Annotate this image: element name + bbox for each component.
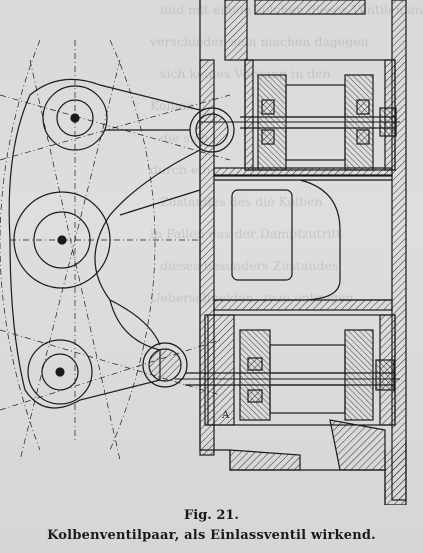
figure-caption: Kolbenventilpaar, als Einlassventil wirk…	[47, 528, 376, 543]
callout-label-a: A	[221, 410, 230, 421]
bleed-through-line: Kolben	[150, 98, 194, 113]
valve-engineering-drawing: A	[0, 0, 407, 505]
lower-eye-outer	[27, 339, 93, 405]
bleed-through-line: durch ein	[150, 162, 211, 177]
bleed-through-line: verschieden sein machen dagegen	[150, 34, 369, 49]
bleed-through-line: in Fallen das der Dampfzutritt	[150, 226, 342, 241]
figure-number: Fig. 21.	[184, 508, 239, 523]
middle-passage	[214, 174, 392, 301]
upper-pin	[195, 113, 229, 147]
lower-piston-valve-left	[239, 329, 271, 421]
top-flange	[254, 0, 366, 15]
lower-pin	[148, 348, 182, 382]
lower-piston-valve-right	[344, 329, 374, 421]
lower-valve-nut	[375, 359, 395, 391]
